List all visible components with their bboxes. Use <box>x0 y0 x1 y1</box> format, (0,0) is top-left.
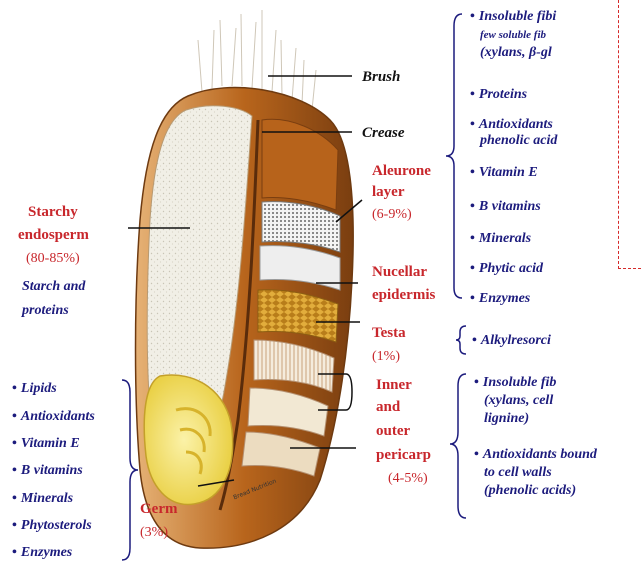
label-starch-and: Starch and <box>22 280 85 294</box>
germ-list-item: •Antioxidants <box>12 410 95 424</box>
label-crease: Crease <box>362 126 405 141</box>
label-aleurone-percent: (6-9%) <box>372 208 412 222</box>
aleurone-list-item: •Antioxidants <box>470 118 553 132</box>
aleurone-list-item: •Vitamin E <box>470 166 538 180</box>
aleurone-list-item: •Minerals <box>470 232 531 246</box>
aleurone-list-item: •Phytic acid <box>470 262 543 276</box>
pericarp-brace <box>450 374 466 518</box>
label-pericarp-percent: (4-5%) <box>388 472 428 486</box>
label-germ: Germ <box>140 502 177 517</box>
label-testa-percent: (1%) <box>372 350 400 364</box>
label-pericarp: pericarp <box>376 448 431 463</box>
pericarp-list-item: (xylans, cell <box>484 394 553 408</box>
label-testa: Testa <box>372 326 406 341</box>
germ-list-item: •Vitamin E <box>12 437 80 451</box>
label-germ-percent: (3%) <box>140 526 168 540</box>
germ-brace <box>122 380 138 560</box>
aleurone-list-item: (xylans, β-gl <box>480 46 552 60</box>
label-nucellar: Nucellar <box>372 265 427 280</box>
label-pericarp-and: and <box>376 400 400 415</box>
aleurone-list-item: few soluble fib <box>480 30 546 41</box>
label-aleurone-layer: layer <box>372 185 404 200</box>
testa-list-item: •Alkylresorci <box>472 334 551 348</box>
testa-brace <box>456 326 466 354</box>
germ-list-item: •B vitamins <box>12 464 83 478</box>
germ-list-item: •Enzymes <box>12 546 72 560</box>
germ-list-item: •Lipids <box>12 382 57 396</box>
label-starchy: Starchy <box>28 205 78 220</box>
germ-list-item: •Minerals <box>12 492 73 506</box>
label-nucellar-epidermis: epidermis <box>372 288 435 303</box>
label-endosperm-percent: (80-85%) <box>26 252 80 266</box>
pericarp-list-item: •Insoluble fib <box>474 376 556 390</box>
label-aleurone: Aleurone <box>372 164 431 179</box>
aleurone-brace <box>446 14 462 298</box>
pericarp-list-item: to cell walls <box>484 466 552 480</box>
dashed-frame <box>618 0 641 269</box>
label-endosperm: endosperm <box>18 228 89 243</box>
label-proteins: proteins <box>22 304 69 318</box>
pericarp-list-item: •Antioxidants bound <box>474 448 597 462</box>
aleurone-list-item: phenolic acid <box>480 134 557 148</box>
aleurone-list-item: •B vitamins <box>470 200 541 214</box>
label-pericarp-inner: Inner <box>376 378 412 393</box>
aleurone-list-item: •Proteins <box>470 88 527 102</box>
aleurone-list-item: •Enzymes <box>470 292 530 306</box>
aleurone-list-item: •Insoluble fibi <box>470 10 556 24</box>
pericarp-list-item: lignine) <box>484 412 529 426</box>
label-pericarp-outer: outer <box>376 424 410 439</box>
pericarp-list-item: (phenolic acids) <box>484 484 576 498</box>
germ-list-item: •Phytosterols <box>12 519 92 533</box>
label-brush: Brush <box>362 70 400 85</box>
